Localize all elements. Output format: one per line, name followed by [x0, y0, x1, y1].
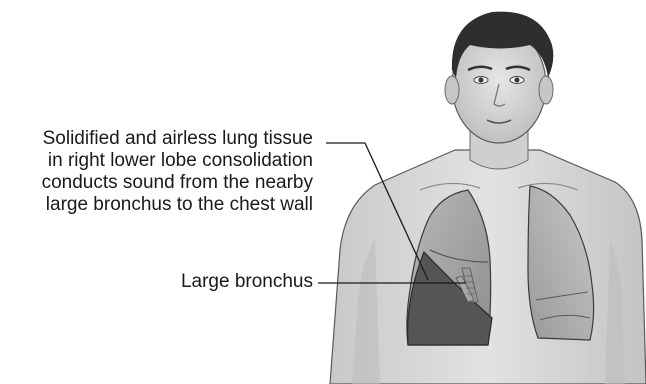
consolidation-line-2: in right lower lobe consolidation [42, 150, 313, 172]
consolidation-line-4: large bronchus to the chest wall [42, 194, 313, 216]
consolidation-line-3: conducts sound from the nearby [42, 172, 313, 194]
bronchus-callout: Large bronchus [181, 271, 313, 293]
ear-right [445, 76, 459, 104]
consolidation-line-1: Solidified and airless lung tissue [42, 128, 313, 150]
bronchus-label: Large bronchus [181, 271, 313, 293]
consolidation-callout: Solidified and airless lung tissue in ri… [42, 128, 313, 216]
pupil-right [479, 78, 484, 83]
pupil-left [515, 78, 520, 83]
ear-left [539, 76, 553, 104]
